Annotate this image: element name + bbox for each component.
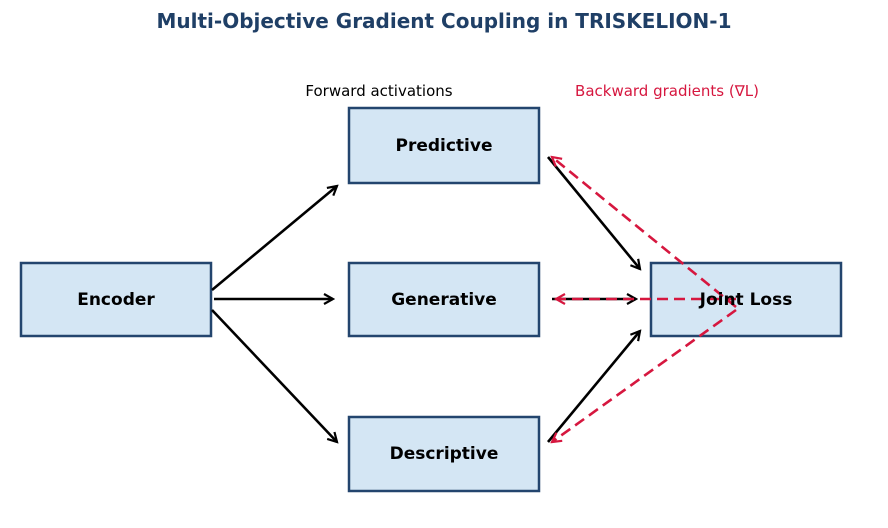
node-generative: Generative [347,261,541,338]
node-encoder: Encoder [19,261,213,338]
arrow-predictive-to-joint-loss [546,156,640,269]
legend-backward-label: Backward gradients (∇L) [575,82,759,100]
node-encoder-label: Encoder [77,290,155,310]
arrow-encoder-to-predictive [211,186,337,291]
diagram-title: Multi-Objective Gradient Coupling in TRI… [156,9,731,33]
node-generative-label: Generative [391,290,497,310]
arrow-encoder-to-descriptive [211,309,337,442]
legend-forward-label: Forward activations [305,82,452,100]
node-predictive-label: Predictive [395,136,492,156]
node-predictive: Predictive [347,106,541,185]
node-descriptive-label: Descriptive [390,444,499,464]
node-joint-loss-label: Joint Loss [699,290,793,310]
arrow-descriptive-to-joint-loss [546,331,640,443]
gradient-arrow-to-descriptive [552,308,737,442]
gradient-arrow-to-predictive [552,157,737,309]
node-descriptive: Descriptive [347,415,541,493]
